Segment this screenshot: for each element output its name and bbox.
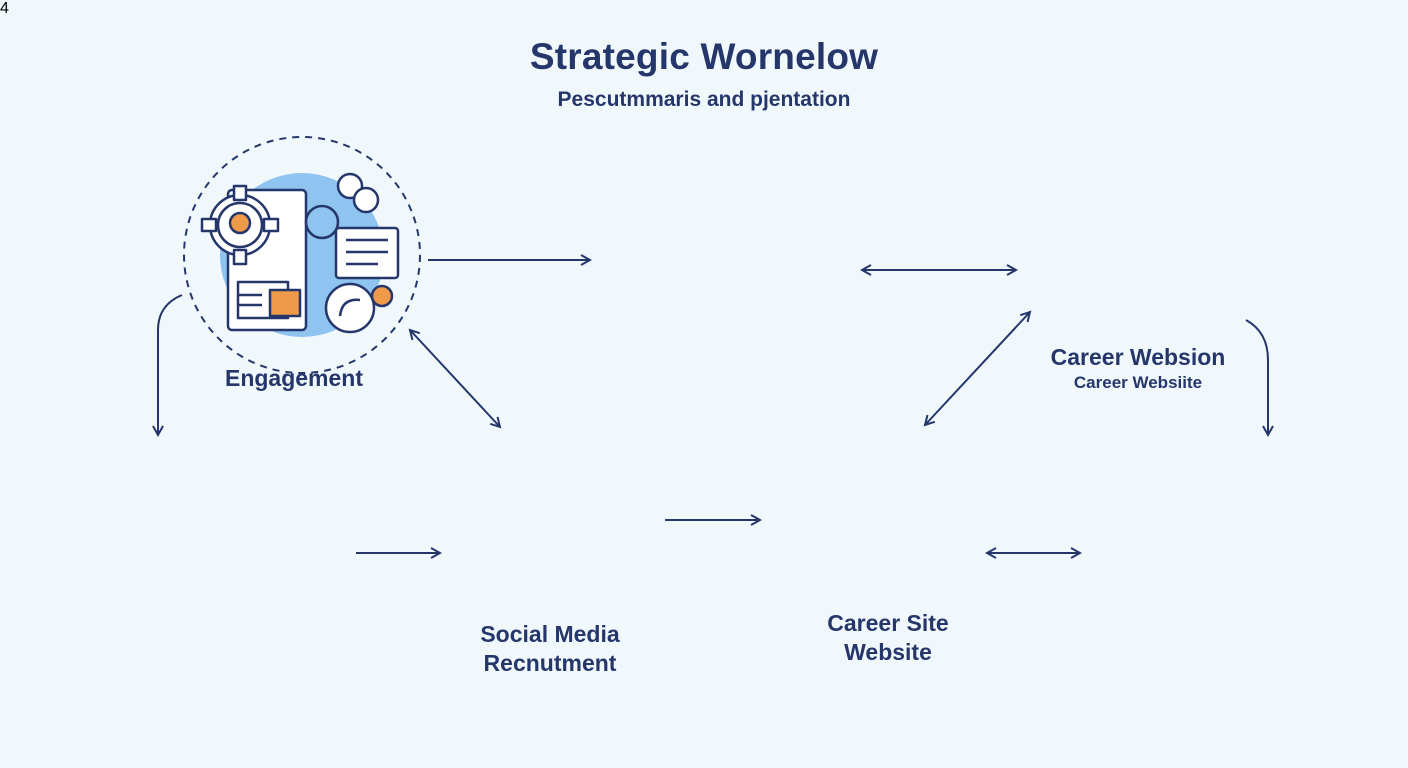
label-social-media-line2: Recnutment: [483, 650, 617, 676]
label-social-media: Social Media Recnutment: [430, 620, 670, 678]
label-career-site-line1: Career Site: [827, 610, 949, 636]
label-career-websion: Career Websion Career Websiite: [1010, 343, 1266, 394]
label-career-websion-title: Career Websion: [1050, 344, 1226, 370]
outreach-badge-number: 4: [0, 0, 9, 17]
diagram-subtitle: Pescutmmaris and pjentation: [557, 88, 851, 111]
label-career-site: Career Site Website: [768, 609, 1008, 667]
connectors: [158, 260, 1268, 553]
arrow-websion-to-outreach: [1245, 319, 1268, 435]
label-career-websion-sub: Career Websiite: [1073, 373, 1203, 392]
arrow-careersite-websion: [925, 312, 1030, 425]
label-engagement: Engagement: [224, 365, 364, 391]
node-engagement: [183, 136, 421, 374]
label-career-site-line2: Website: [844, 639, 932, 665]
arrow-engagement-to-video: [158, 294, 183, 435]
node-outreach: 4: [0, 0, 9, 17]
diagram-title: Strategic Wornelow: [529, 36, 879, 77]
arrow-engagement-social: [410, 330, 500, 427]
engagement-icon: [200, 172, 400, 334]
label-social-media-line1: Social Media: [480, 621, 620, 647]
